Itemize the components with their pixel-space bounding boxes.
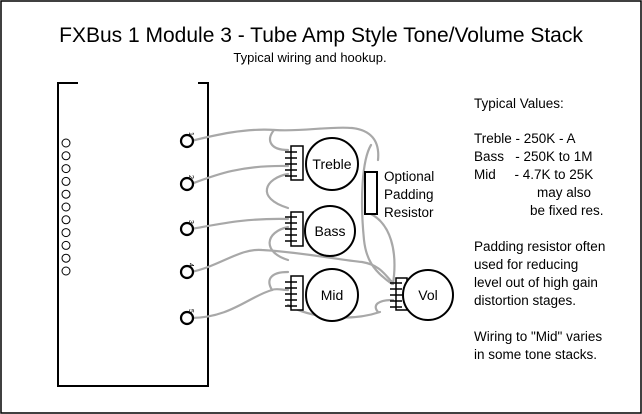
wire-pin4 bbox=[189, 248, 394, 284]
wiring bbox=[189, 126, 396, 320]
wire-resistor-lower bbox=[369, 212, 396, 286]
terminal-number: 5 bbox=[187, 309, 194, 313]
wire-pin5 bbox=[189, 288, 290, 320]
wire-treble-bass bbox=[265, 172, 290, 210]
module-terminals: 1 2 3 4 5 bbox=[179, 132, 195, 326]
mid-note-line1: Wiring to "Mid" varies bbox=[474, 329, 602, 344]
resistor-label-line2: Padding bbox=[384, 187, 434, 202]
pot-vol: Vol bbox=[390, 269, 454, 321]
resistor-label-line3: Resistor bbox=[384, 205, 434, 220]
header-pin bbox=[61, 240, 71, 250]
terminal-3 bbox=[179, 221, 195, 237]
values-mid-note1: may also bbox=[537, 185, 591, 200]
values-treble: Treble - 250K - A bbox=[474, 131, 576, 146]
pot-treble: Treble bbox=[285, 137, 359, 191]
header-pin bbox=[61, 228, 71, 238]
padding-note-line2: used for reducing bbox=[474, 257, 578, 272]
header-pin bbox=[61, 253, 71, 263]
header-pin bbox=[61, 215, 71, 225]
values-heading: Typical Values: bbox=[474, 96, 564, 111]
wire-pin1 bbox=[189, 126, 380, 162]
values-mid-note2: be fixed res. bbox=[530, 203, 604, 218]
wire-vol-lower bbox=[374, 298, 395, 314]
terminal-5 bbox=[179, 310, 195, 326]
pot-bass-label: Bass bbox=[314, 223, 345, 239]
pot-vol-label: Vol bbox=[418, 287, 437, 303]
wire-pin3 bbox=[189, 217, 290, 231]
padding-resistor bbox=[364, 171, 378, 215]
terminal-1 bbox=[179, 133, 195, 149]
padding-note-line3: level out of high gain bbox=[474, 275, 598, 290]
resistor-label-line1: Optional bbox=[384, 169, 434, 184]
terminal-number: 3 bbox=[187, 220, 194, 224]
mid-note-line2: in some tone stacks. bbox=[474, 347, 597, 362]
pot-mid-label: Mid bbox=[321, 287, 344, 303]
wire-mid-loop bbox=[268, 270, 290, 292]
values-mid: Mid - 4.7K to 25K bbox=[474, 167, 593, 182]
module-board-outline bbox=[57, 82, 209, 387]
values-bass: Bass - 250K to 1M bbox=[474, 149, 593, 164]
terminal-4 bbox=[179, 264, 195, 280]
header-pin bbox=[61, 151, 71, 161]
header-pin bbox=[61, 202, 71, 212]
pot-bass: Bass bbox=[285, 205, 356, 257]
header-pin bbox=[61, 164, 71, 174]
padding-note-line4: distortion stages. bbox=[474, 293, 576, 308]
module-header-pins bbox=[61, 138, 71, 276]
header-pin bbox=[61, 266, 71, 276]
header-pin bbox=[61, 189, 71, 199]
terminal-number: 2 bbox=[187, 175, 194, 179]
pot-treble-label: Treble bbox=[312, 156, 351, 172]
diagram-subtitle: Typical wiring and hookup. bbox=[233, 50, 386, 65]
wire-bass-mid bbox=[268, 225, 290, 262]
wire-resistor-vol bbox=[360, 143, 394, 286]
wire-treble-upper bbox=[269, 128, 290, 152]
wire-pin2 bbox=[189, 164, 290, 186]
padding-note-line1: Padding resistor often bbox=[474, 239, 605, 254]
header-pin bbox=[61, 138, 71, 148]
terminal-2 bbox=[179, 176, 195, 192]
terminal-number: 1 bbox=[187, 132, 194, 136]
header-pin bbox=[61, 176, 71, 186]
terminal-number: 4 bbox=[187, 263, 194, 267]
pot-mid: Mid bbox=[285, 268, 359, 322]
diagram-title: FXBus 1 Module 3 - Tube Amp Style Tone/V… bbox=[59, 24, 583, 47]
